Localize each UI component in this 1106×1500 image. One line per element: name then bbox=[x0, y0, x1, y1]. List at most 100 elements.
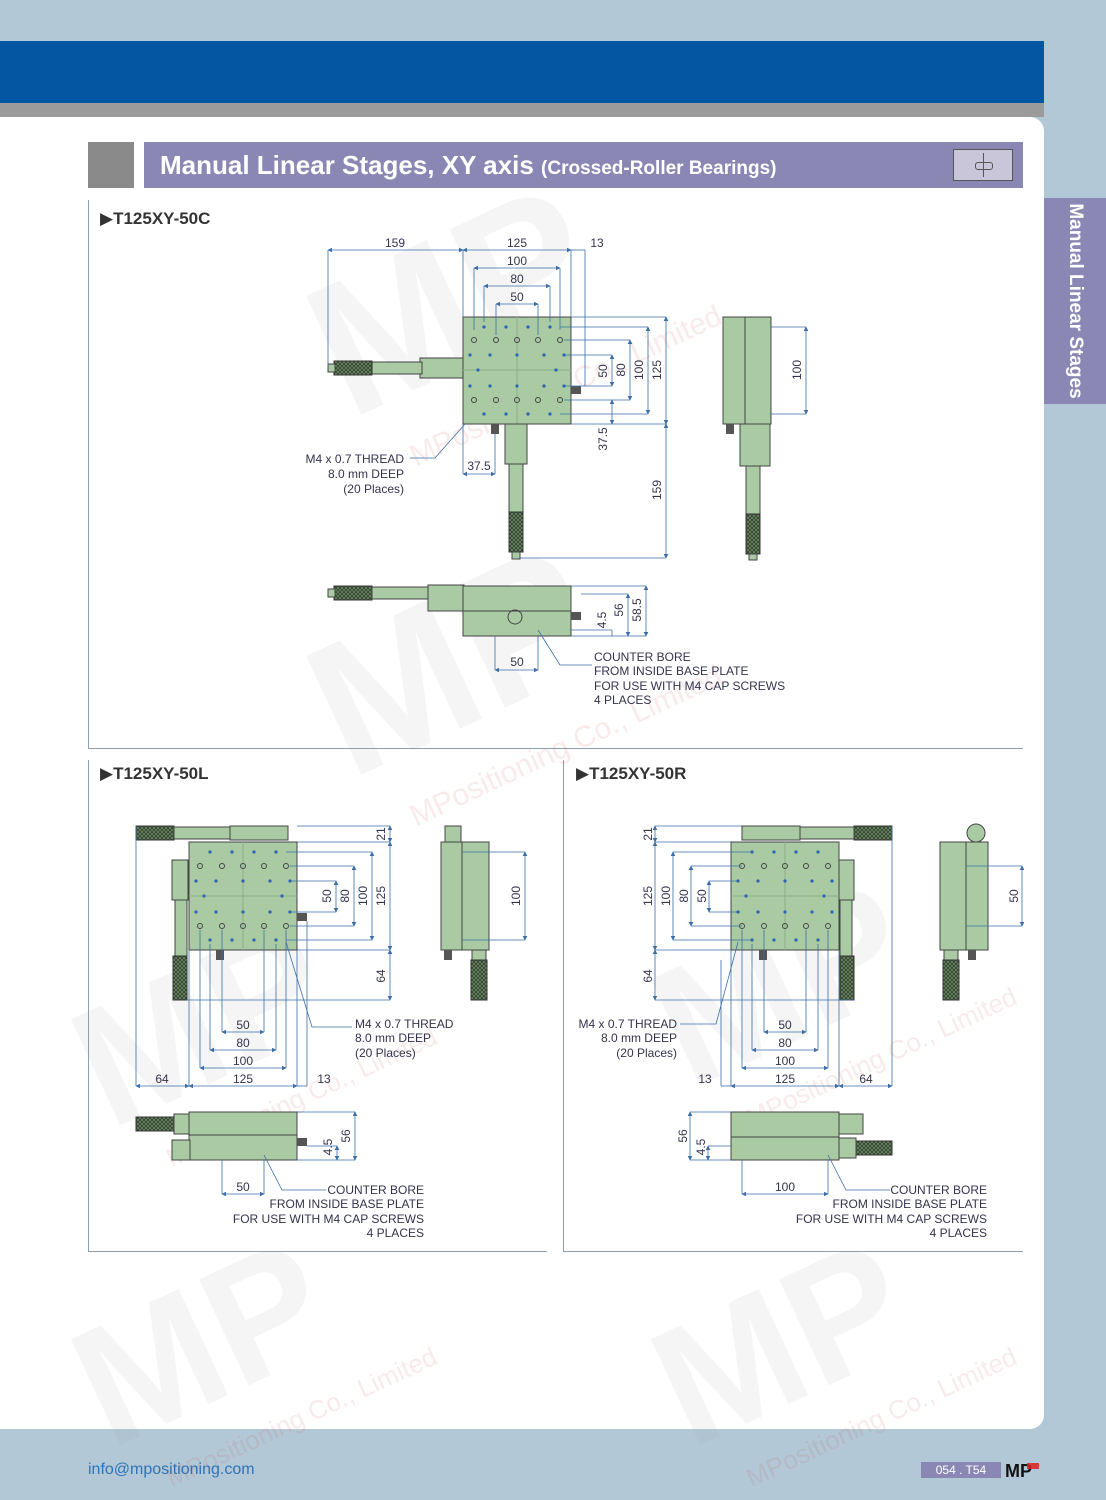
r-thread-note-1: M4 x 0.7 THREAD bbox=[579, 1017, 678, 1031]
watermarks: MP MPositioning Co., Limited MP MPositio… bbox=[45, 145, 1021, 1493]
r-dim-h125: 125 bbox=[775, 1072, 795, 1086]
c-dim-100: 100 bbox=[507, 254, 527, 268]
r-dim-h64: 64 bbox=[859, 1072, 873, 1086]
r-thread-note-2: 8.0 mm DEEP bbox=[601, 1031, 677, 1045]
c-thread-note-2: 8.0 mm DEEP bbox=[328, 467, 404, 481]
model-c-heading: ▶T125XY-50C bbox=[100, 209, 210, 229]
l-dim-h13: 13 bbox=[317, 1072, 331, 1086]
l-dim-h100: 100 bbox=[233, 1054, 253, 1068]
r-top-view bbox=[730, 825, 893, 1001]
drawing-l: 21 50 80 100 125 64 50 80 100 64 125 13 … bbox=[135, 825, 528, 1240]
triangle-icon: ▶ bbox=[576, 764, 590, 783]
l-top-view bbox=[135, 825, 307, 1001]
c-front-view bbox=[327, 584, 581, 637]
l-thread-note-1: M4 x 0.7 THREAD bbox=[355, 1017, 454, 1031]
drawing-c: 159 125 13 100 80 50 50 80 100 125 37.5 … bbox=[306, 236, 809, 707]
r-side-view bbox=[939, 823, 989, 1001]
frame-r-bottom bbox=[563, 1251, 1023, 1252]
r-dim-h80: 80 bbox=[778, 1036, 792, 1050]
l-bore-note-1: COUNTER BORE bbox=[327, 1183, 424, 1197]
l-dim-side100: 100 bbox=[509, 886, 523, 906]
r-dim-b4-5: 4.5 bbox=[694, 1138, 708, 1155]
r-dim-v80: 80 bbox=[677, 889, 691, 903]
c-dim-80: 80 bbox=[510, 272, 524, 286]
c-bore-note-1: COUNTER BORE bbox=[594, 650, 691, 664]
drawing-r: 21 125 100 80 50 64 50 80 100 13 125 64 … bbox=[579, 823, 1025, 1240]
l-dim-h80: 80 bbox=[236, 1036, 250, 1050]
r-thread-note-3: (20 Places) bbox=[616, 1046, 677, 1060]
r-dim-v50: 50 bbox=[695, 889, 709, 903]
top-banner bbox=[0, 41, 1044, 103]
frame-c-bottom bbox=[88, 748, 1023, 749]
footer-logo-text: MP bbox=[1005, 1461, 1032, 1479]
mp-logo-icon: MP bbox=[1005, 1461, 1039, 1479]
page-title-sub: (Crossed-Roller Bearings) bbox=[541, 158, 777, 179]
l-bore-note-2: FROM INSIDE BASE PLATE bbox=[270, 1197, 424, 1211]
l-bore-note-4: 4 PLACES bbox=[367, 1226, 424, 1240]
l-bore-note-3: FOR USE WITH M4 CAP SCREWS bbox=[233, 1212, 424, 1226]
frame-l-left bbox=[88, 760, 89, 1251]
c-thread-note-3: (20 Places) bbox=[343, 482, 404, 496]
frame-r-left bbox=[563, 760, 564, 1251]
l-dim-v80: 80 bbox=[338, 889, 352, 903]
l-dim-v100: 100 bbox=[356, 886, 370, 906]
l-side-view bbox=[440, 825, 490, 1001]
c-side-view bbox=[722, 316, 772, 561]
r-bore-note-2: FROM INSIDE BASE PLATE bbox=[833, 1197, 987, 1211]
l-dim-v21: 21 bbox=[374, 827, 388, 841]
r-dim-v100: 100 bbox=[659, 886, 673, 906]
l-dim-v125: 125 bbox=[374, 886, 388, 906]
c-bore-note-3: FOR USE WITH M4 CAP SCREWS bbox=[594, 679, 785, 693]
c-dim-v37-5: 37.5 bbox=[596, 427, 610, 451]
page-number: 054 . T54 bbox=[921, 1462, 1001, 1478]
r-dim-b56: 56 bbox=[676, 1129, 690, 1143]
l-dim-h64: 64 bbox=[155, 1072, 169, 1086]
r-dim-h50: 50 bbox=[778, 1018, 792, 1032]
c-dim-v80: 80 bbox=[614, 363, 628, 377]
c-dim-b4-5: 4.5 bbox=[595, 611, 609, 628]
page-title: Manual Linear Stages, XY axis (Crossed-R… bbox=[160, 150, 776, 181]
c-thread-note-1: M4 x 0.7 THREAD bbox=[306, 452, 405, 466]
xy-stage-icon bbox=[953, 149, 1013, 181]
watermark-logo: MP bbox=[45, 1204, 356, 1484]
l-dim-v64: 64 bbox=[374, 969, 388, 983]
l-dim-b50: 50 bbox=[236, 1180, 250, 1194]
r-dim-b100: 100 bbox=[775, 1180, 795, 1194]
c-dim-125: 125 bbox=[507, 236, 527, 250]
c-dim-159: 159 bbox=[385, 236, 405, 250]
c-dim-b58-5: 58.5 bbox=[630, 598, 644, 622]
model-r-label: T125XY-50R bbox=[589, 764, 687, 783]
l-front-view bbox=[135, 1111, 307, 1161]
r-dim-side50: 50 bbox=[1007, 889, 1021, 903]
model-c-label: T125XY-50C bbox=[113, 209, 211, 228]
watermark-logo: MP bbox=[278, 505, 626, 818]
frame-l-bottom bbox=[88, 1251, 547, 1252]
l-thread-note-3: (20 Places) bbox=[355, 1046, 416, 1060]
section-title-bar: Manual Linear Stages, XY axis (Crossed-R… bbox=[144, 142, 1023, 188]
r-dim-v64: 64 bbox=[641, 969, 655, 983]
c-dim-v100: 100 bbox=[632, 360, 646, 380]
l-dim-h50: 50 bbox=[236, 1018, 250, 1032]
side-tab[interactable]: Manual Linear Stages bbox=[1044, 198, 1106, 404]
model-l-heading: ▶T125XY-50L bbox=[100, 764, 209, 784]
l-dim-b4-5: 4.5 bbox=[321, 1138, 335, 1155]
l-thread-note-2: 8.0 mm DEEP bbox=[355, 1031, 431, 1045]
c-bore-note-4: 4 PLACES bbox=[594, 693, 651, 707]
r-dim-h100: 100 bbox=[775, 1054, 795, 1068]
r-dim-h13: 13 bbox=[698, 1072, 712, 1086]
r-dim-v125: 125 bbox=[641, 886, 655, 906]
c-dim-13: 13 bbox=[590, 236, 604, 250]
r-bore-note-3: FOR USE WITH M4 CAP SCREWS bbox=[796, 1212, 987, 1226]
footer-email-link[interactable]: info@mpositioning.com bbox=[88, 1461, 255, 1478]
c-dim-v159: 159 bbox=[650, 480, 664, 500]
top-banner-shadow bbox=[0, 103, 1044, 117]
l-dim-b56: 56 bbox=[339, 1129, 353, 1143]
page-title-main: Manual Linear Stages, XY axis bbox=[160, 150, 534, 180]
watermark-logo: MP bbox=[625, 1204, 936, 1484]
l-dim-h125: 125 bbox=[233, 1072, 253, 1086]
frame-c-left bbox=[88, 200, 89, 748]
l-dim-v50: 50 bbox=[320, 889, 334, 903]
triangle-icon: ▶ bbox=[100, 764, 114, 783]
watermark-logo: MP bbox=[278, 145, 626, 458]
